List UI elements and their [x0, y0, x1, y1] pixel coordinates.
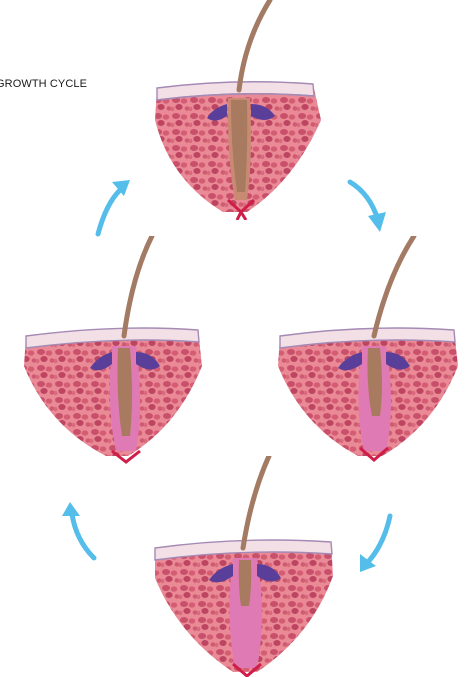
cycle-arrow-icon: [90, 176, 140, 240]
follicle-stage-right: [268, 236, 468, 466]
diagram-caption: GROWTH CYCLE: [0, 78, 87, 90]
follicle-icon: [155, 0, 321, 220]
cycle-arrow-icon: [354, 508, 404, 574]
cycle-arrow-icon: [58, 500, 108, 566]
follicle-stage-bottom: [143, 456, 343, 677]
follicle-icon: [155, 456, 333, 676]
follicle-icon: [278, 236, 458, 460]
follicle-stage-left: [18, 236, 218, 466]
follicle-icon: [24, 236, 202, 462]
cycle-arrow-icon: [340, 176, 390, 236]
follicle-stage-top: [135, 0, 335, 220]
